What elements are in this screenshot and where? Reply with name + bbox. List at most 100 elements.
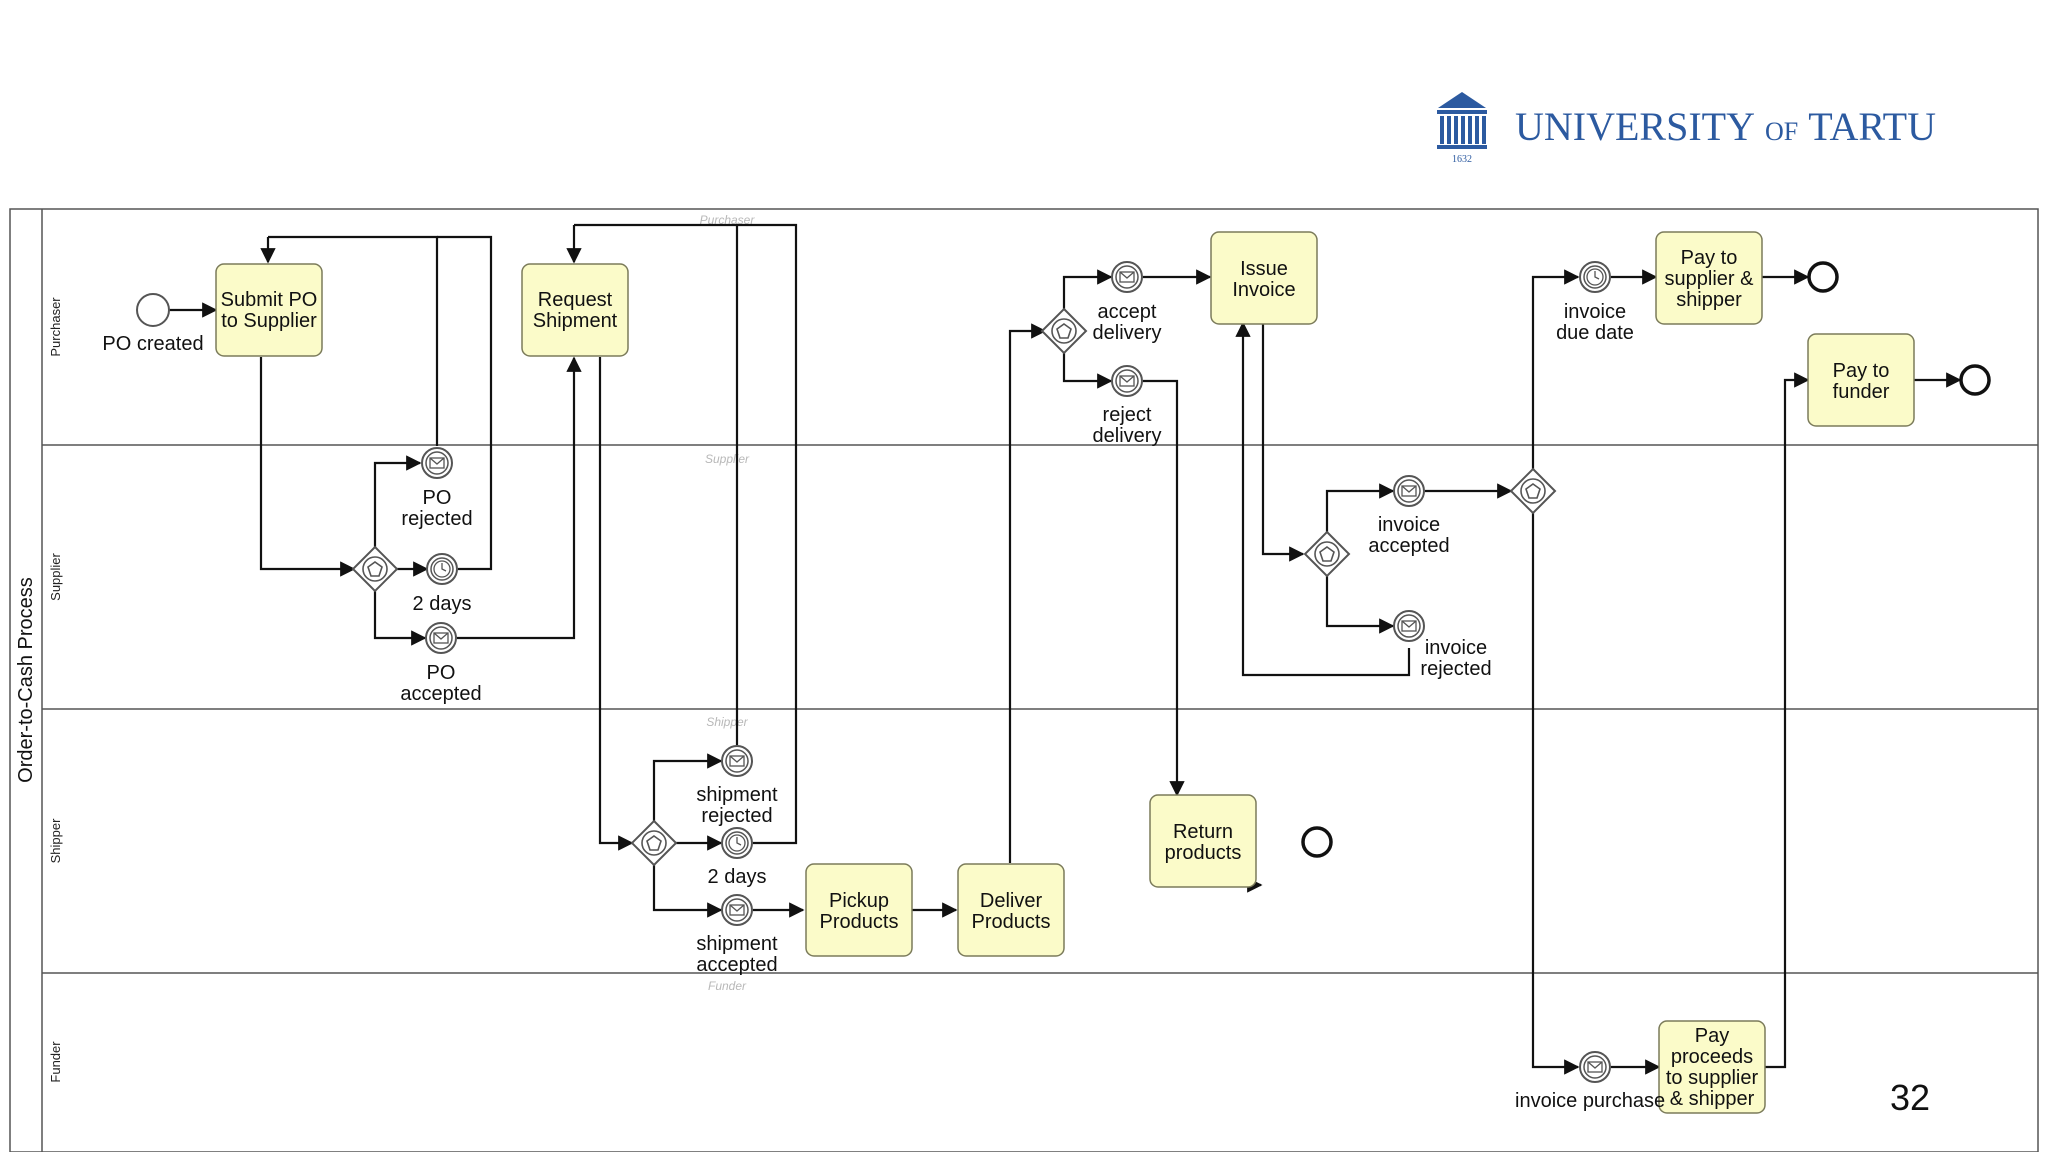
task-pickup-products[interactable]: Pickup Products	[805, 863, 913, 957]
clock-icon	[433, 560, 451, 578]
end-event-return[interactable]	[1301, 826, 1333, 858]
envelope-icon	[433, 632, 449, 644]
task-submit-po[interactable]: Submit PO to Supplier	[215, 263, 323, 357]
envelope-icon	[1119, 271, 1135, 283]
envelope-icon	[1401, 485, 1417, 497]
task-pay-supplier-shipper[interactable]: Pay to supplier & shipper	[1655, 231, 1763, 325]
event-label: accepted	[696, 954, 777, 976]
event-label: PO	[423, 487, 452, 509]
lane-label-purchaser: Purchaser	[48, 297, 63, 357]
event-label: invoice	[1378, 514, 1440, 536]
event-label: rejected	[701, 805, 772, 827]
task-label: proceeds	[1671, 1046, 1753, 1068]
event-label: PO	[427, 662, 456, 684]
building-icon	[1437, 92, 1487, 149]
lane-label-shipper: Shipper	[48, 818, 63, 863]
event-label: accepted	[400, 683, 481, 705]
task-label: Pay	[1695, 1025, 1729, 1047]
event-label: invoice purchase	[1515, 1090, 1665, 1112]
task-label: Pickup	[829, 890, 889, 912]
message-event-invoice-accepted[interactable]	[1393, 475, 1425, 507]
message-event-invoice-purchase[interactable]	[1579, 1051, 1611, 1083]
task-label: products	[1165, 842, 1242, 864]
timer-event-invoice-due-date[interactable]	[1579, 261, 1611, 293]
task-label: Invoice	[1232, 279, 1295, 301]
task-label: Issue	[1240, 258, 1288, 280]
task-label: Pay to	[1681, 247, 1738, 269]
task-label: Return	[1173, 821, 1233, 843]
event-label: 2 days	[708, 866, 767, 888]
clock-icon	[1586, 268, 1604, 286]
event-label: reject	[1103, 404, 1152, 426]
task-label: shipper	[1676, 289, 1742, 311]
envelope-icon	[1401, 620, 1417, 632]
lane-label-funder: Funder	[48, 1041, 63, 1083]
message-event-shipment-accepted[interactable]	[721, 894, 753, 926]
end-event-pay-supplier[interactable]	[1807, 261, 1839, 293]
message-event-invoice-rejected[interactable]	[1393, 610, 1425, 642]
event-label: 2 days	[413, 593, 472, 615]
lane-ghost-supplier: Supplier	[705, 452, 750, 466]
event-gateway-delivery[interactable]	[1040, 307, 1088, 355]
task-label: to supplier	[1666, 1067, 1759, 1089]
envelope-icon	[1119, 375, 1135, 387]
envelope-icon	[729, 755, 745, 767]
task-label: Shipment	[533, 310, 618, 332]
message-event-shipment-rejected[interactable]	[721, 745, 753, 777]
event-label: PO created	[102, 333, 203, 355]
event-gateway-supplier[interactable]	[351, 545, 399, 593]
event-label: invoice	[1564, 301, 1626, 323]
pool: Order-to-Cash Process Purchaser Supplier…	[9, 208, 2039, 1152]
task-label: supplier &	[1665, 268, 1755, 290]
lane-ghost-purchaser: Purchaser	[700, 213, 756, 227]
envelope-icon	[729, 904, 745, 916]
message-event-accept-delivery[interactable]	[1111, 261, 1143, 293]
start-event-po-created[interactable]	[136, 293, 170, 327]
task-label: Submit PO	[221, 289, 318, 311]
task-label: Products	[972, 911, 1051, 933]
event-label: shipment	[696, 784, 778, 806]
task-label: & shipper	[1670, 1088, 1755, 1110]
clock-icon	[728, 834, 746, 852]
task-label: Deliver	[980, 890, 1043, 912]
event-label: due date	[1556, 322, 1634, 344]
task-deliver-products[interactable]: Deliver Products	[957, 863, 1065, 957]
event-gateway-payment[interactable]	[1509, 467, 1557, 515]
event-gateway-shipper[interactable]	[630, 819, 678, 867]
task-label: Request	[538, 289, 613, 311]
event-label: invoice	[1425, 637, 1487, 659]
end-event-pay-funder[interactable]	[1959, 364, 1991, 396]
event-label: delivery	[1093, 322, 1162, 344]
timer-event-2-days-shipper[interactable]	[721, 827, 753, 859]
event-label: rejected	[401, 508, 472, 530]
task-label: Pay to	[1833, 360, 1890, 382]
task-return-products[interactable]: Return products	[1149, 794, 1257, 888]
lane-label-supplier: Supplier	[48, 552, 63, 600]
logo-year: 1632	[1452, 154, 1472, 165]
task-pay-funder[interactable]: Pay to funder	[1807, 333, 1915, 427]
page-number: 32	[1890, 1077, 1930, 1118]
message-event-po-accepted[interactable]	[425, 622, 457, 654]
event-label: accept	[1098, 301, 1157, 323]
lane-ghost-shipper: Shipper	[706, 715, 748, 729]
task-pay-proceeds[interactable]: Pay proceeds to supplier & shipper	[1658, 1020, 1766, 1114]
message-event-po-rejected[interactable]	[421, 447, 453, 479]
message-event-reject-delivery[interactable]	[1111, 365, 1143, 397]
task-issue-invoice[interactable]: Issue Invoice	[1210, 231, 1318, 325]
event-label: rejected	[1420, 658, 1491, 680]
event-gateway-invoice[interactable]	[1303, 530, 1351, 578]
envelope-icon	[1587, 1061, 1603, 1073]
timer-event-2-days-supplier[interactable]	[426, 553, 458, 585]
task-request-shipment[interactable]: Request Shipment	[521, 263, 629, 357]
event-label: shipment	[696, 933, 778, 955]
event-label: accepted	[1368, 535, 1449, 557]
pool-label: Order-to-Cash Process	[15, 577, 37, 783]
lane-ghost-funder: Funder	[708, 979, 747, 993]
task-label: to Supplier	[221, 310, 317, 332]
event-label: delivery	[1093, 425, 1162, 447]
task-label: Products	[820, 911, 899, 933]
sequence-flows	[169, 223, 1962, 1075]
